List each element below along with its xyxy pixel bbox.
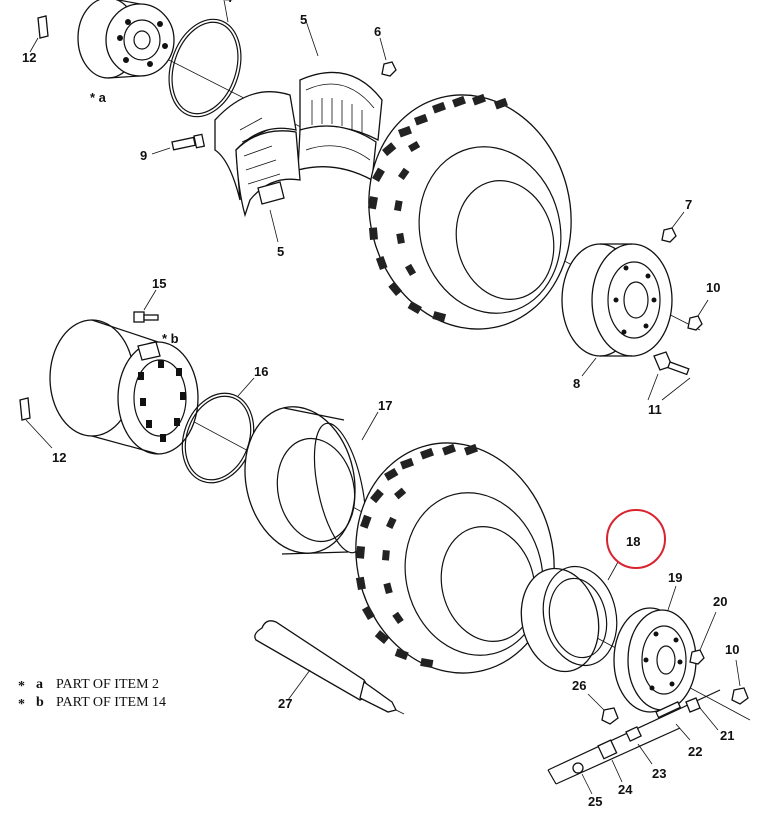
callout-20: 20 [713,594,727,609]
callout-18: 18 [626,534,640,549]
callout-12-upper: 12 [22,50,36,65]
callout-labels: 12 * a 4 5 6 9 5 7 10 8 11 15 * b 16 17 … [22,0,739,809]
callout-8: 8 [573,376,580,391]
part-26-nut [587,693,619,725]
callout-17: 17 [378,398,392,413]
callout-a: * a [90,90,107,105]
part-10-nut-lower [731,659,749,705]
callout-6: 6 [374,24,381,39]
part-4-oring [168,0,242,118]
tire-lower [355,442,555,674]
part-5-segment-upper [297,17,383,182]
callout-21: 21 [720,728,734,743]
callout-15: 15 [152,276,166,291]
callout-26: 26 [572,678,586,693]
callout-16: 16 [254,364,268,379]
callout-b: * b [162,331,179,346]
legend-text-a: PART OF ITEM 2 [56,677,159,692]
highlight-circle-18 [606,509,666,569]
callout-12-lower: 12 [52,450,66,465]
legend: * a PART OF ITEM 2 * b PART OF ITEM 14 [18,677,166,712]
part-10-nut-upper [687,299,709,331]
part-19-wheel [613,585,697,713]
valve-assembly [547,689,721,795]
part-12-upper [29,15,49,53]
callout-7: 7 [685,197,692,212]
callout-5-upper: 5 [300,12,307,27]
callout-9: 9 [140,148,147,163]
part-8-rim [561,243,673,377]
callout-25: 25 [588,794,602,809]
part-20-nut [689,611,717,665]
legend-key-a: a [36,677,43,692]
callout-27: 27 [278,696,292,711]
legend-key-b: b [36,695,44,710]
callout-22: 22 [688,744,702,759]
callout-4: 4 [225,0,233,5]
legend-asterisk-b: * [18,697,25,712]
part-7-nut [661,211,685,243]
callout-5-lower: 5 [277,244,284,259]
part-12-lower [19,397,53,449]
callout-10-upper: 10 [706,280,720,295]
part-5-segment-lower [214,91,301,243]
part-9-bolt [151,133,206,155]
part-18-insert [520,561,619,673]
legend-text-b: PART OF ITEM 14 [56,695,166,710]
callout-11: 11 [648,402,662,417]
part-b-wheel [49,319,199,455]
part-17-beadlock [244,406,379,555]
part-15-bolt [133,289,159,323]
callout-23: 23 [652,766,666,781]
tire-upper [368,93,572,330]
part-6-nut [379,37,397,77]
part-a-hub [77,0,175,79]
callout-19: 19 [668,570,682,585]
callout-10-lower: 10 [725,642,739,657]
part-11-valve [647,351,691,401]
upper-assembly [29,0,709,401]
legend-asterisk-a: * [18,679,25,694]
callout-24: 24 [618,782,633,797]
part-27-tube [254,620,405,715]
lower-assembly [19,289,751,795]
